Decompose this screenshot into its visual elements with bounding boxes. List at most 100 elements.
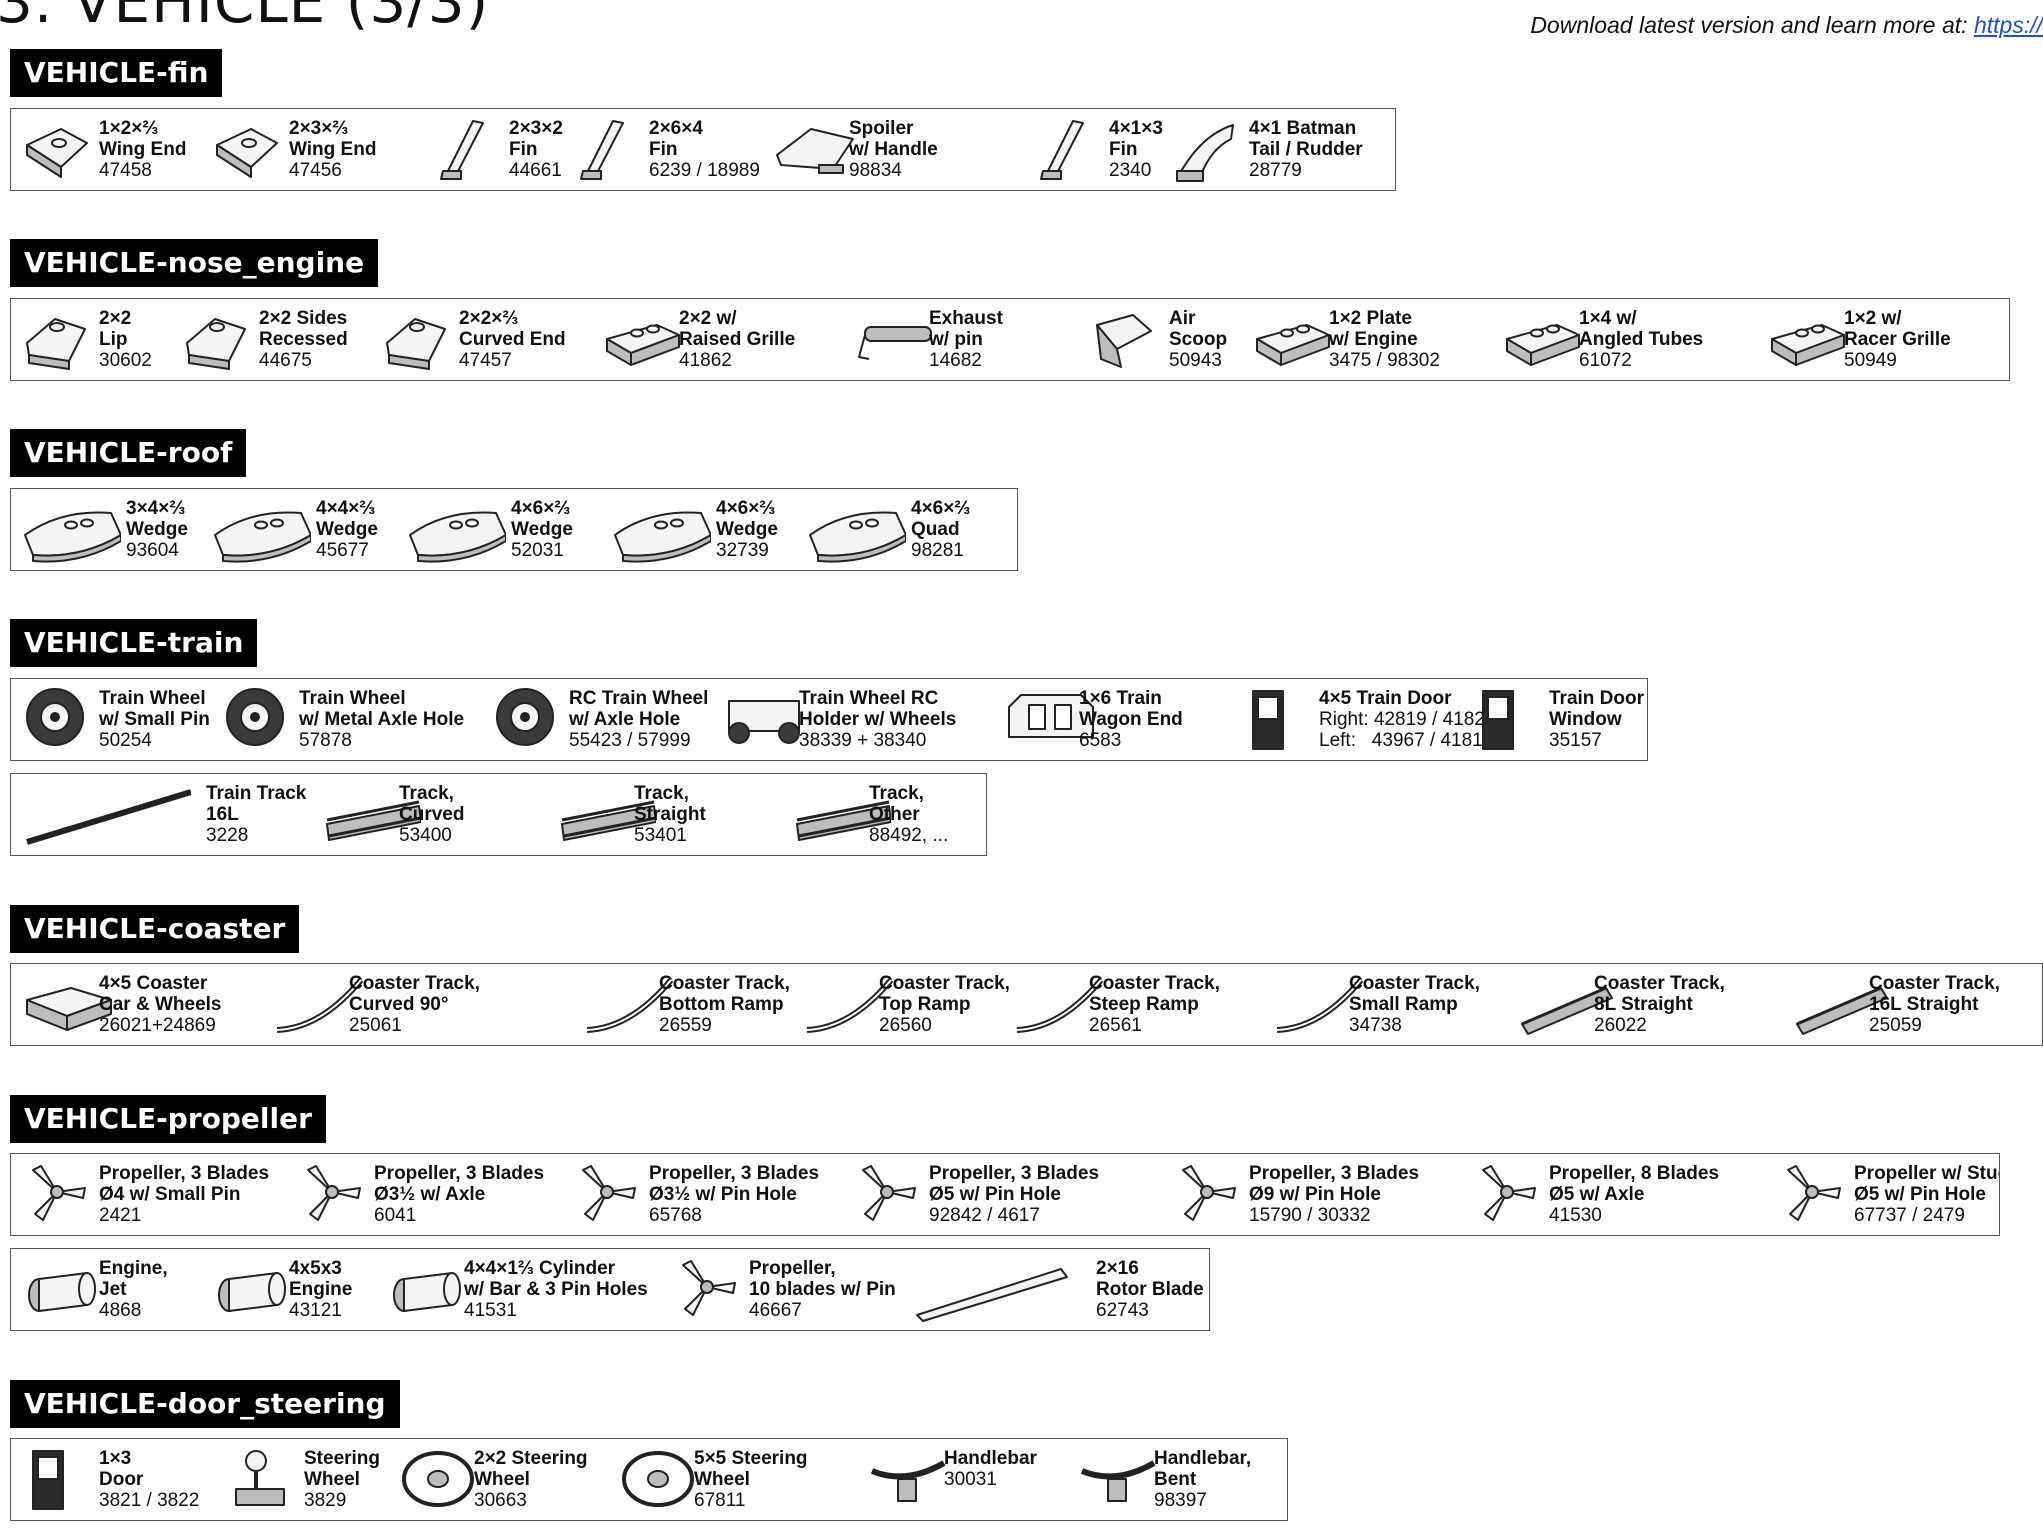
part-name-line: 2×3×2: [509, 118, 563, 139]
part-name-line: Car & Wheels: [99, 994, 222, 1015]
air-scoop-icon: [1096, 314, 1152, 368]
exhaust-pipe-icon: [858, 326, 932, 360]
car-door-icon: [32, 1450, 64, 1510]
part-name-line: 2×2 w/: [679, 308, 737, 329]
part-name-line: Engine,: [99, 1258, 168, 1279]
coaster-car-icon: [26, 987, 112, 1031]
tall-fin-icon: [580, 120, 624, 180]
part-number: 26561: [1089, 1015, 1142, 1036]
part-name-line: Propeller, 3 Blades: [1249, 1163, 1420, 1184]
part-name-line: Bent: [1154, 1469, 1197, 1490]
part-name-line: Curved 90°: [349, 994, 449, 1015]
part-number: 14682: [929, 350, 982, 371]
part-name-line: Ø4 w/ Small Pin: [99, 1184, 241, 1205]
part-number: 62743: [1096, 1300, 1149, 1321]
wheel-holder-icon: [728, 700, 800, 744]
part-number: 98834: [849, 160, 902, 181]
propeller-8-icon: [1482, 1165, 1536, 1221]
part-number: 6041: [374, 1205, 417, 1226]
coaster-ramp-icon: [1016, 978, 1104, 1033]
part-name-line: Coaster Track,: [879, 973, 1010, 994]
part-name-line: Ø3½ w/ Pin Hole: [649, 1184, 797, 1205]
straight-track-icon: [561, 800, 656, 841]
wing-end-large-icon: [216, 128, 278, 178]
jet-engine-icon: [28, 1272, 96, 1312]
part-number: 3821 / 3822: [99, 1490, 200, 1511]
part-number: 2340: [1109, 160, 1152, 181]
part-name-line: 2×2: [99, 308, 132, 329]
propeller-icon: [32, 1165, 86, 1221]
part-name-line: Train Wheel RC: [799, 688, 939, 709]
part-name-line: RC Train Wheel: [569, 688, 709, 709]
part-name-line: Straight: [634, 804, 706, 825]
part-number: 45677: [316, 540, 369, 561]
part-number: 2421: [99, 1205, 142, 1226]
part-name-line: Ø9 w/ Pin Hole: [1249, 1184, 1381, 1205]
part-name-line: Tail / Rudder: [1249, 139, 1363, 160]
part-name-line: 4×5 Coaster: [99, 973, 208, 994]
part-name-line: 5×5 Steering: [694, 1448, 808, 1469]
part-number: 44661: [509, 160, 562, 181]
download-note-text: Download latest version and learn more a…: [1530, 12, 1974, 38]
part-number: 35157: [1549, 730, 1602, 751]
part-name-line: Train Door: [1549, 688, 1645, 709]
part-name-line: Wagon End: [1079, 709, 1183, 730]
part-name-line: Train Wheel: [299, 688, 406, 709]
propeller-icon: [862, 1165, 916, 1221]
part-name-line: Track,: [869, 783, 924, 804]
steering-wheel-icon: [402, 1451, 474, 1507]
part-name-line: Fin: [649, 139, 678, 160]
part-name-line: 2×6×4: [649, 118, 703, 139]
propeller-10-icon: [682, 1260, 736, 1316]
part-name-line: 1×6 Train: [1079, 688, 1162, 709]
part-number: 67737 / 2479: [1854, 1205, 1965, 1226]
curved-end-icon: [386, 318, 446, 370]
download-link[interactable]: https://: [1973, 12, 2043, 38]
download-note: Download latest version and learn more a…: [1530, 12, 2043, 39]
part-name-line: w/ Small Pin: [99, 709, 210, 730]
section-label: VEHICLE-nose_engine: [10, 239, 379, 287]
section-label: VEHICLE-train: [10, 619, 258, 667]
coaster-ramp-icon: [586, 978, 674, 1033]
part-name-line: Wing End: [99, 139, 187, 160]
rudder-icon: [1176, 124, 1234, 182]
train-door-icon: [1252, 690, 1284, 750]
part-number: 50943: [1169, 350, 1222, 371]
part-name-line: 2×2 Sides: [259, 308, 348, 329]
train-wheel-icon: [26, 688, 84, 746]
part-name-line: 4×1×3: [1109, 118, 1163, 139]
part-number: 41531: [464, 1300, 517, 1321]
part-name-line: Raised Grille: [679, 329, 796, 350]
part-name-line: Coaster Track,: [1349, 973, 1480, 994]
part-number: 47457: [459, 350, 512, 371]
part-name-line: 8L Straight: [1594, 994, 1693, 1015]
part-name-line: Recessed: [259, 329, 348, 350]
propeller-icon: [1182, 1165, 1236, 1221]
propeller-icon: [307, 1165, 361, 1221]
part-name-line: Propeller, 3 Blades: [929, 1163, 1100, 1184]
part-name-line: 2×2 Steering: [474, 1448, 588, 1469]
part-number: 41530: [1549, 1205, 1602, 1226]
